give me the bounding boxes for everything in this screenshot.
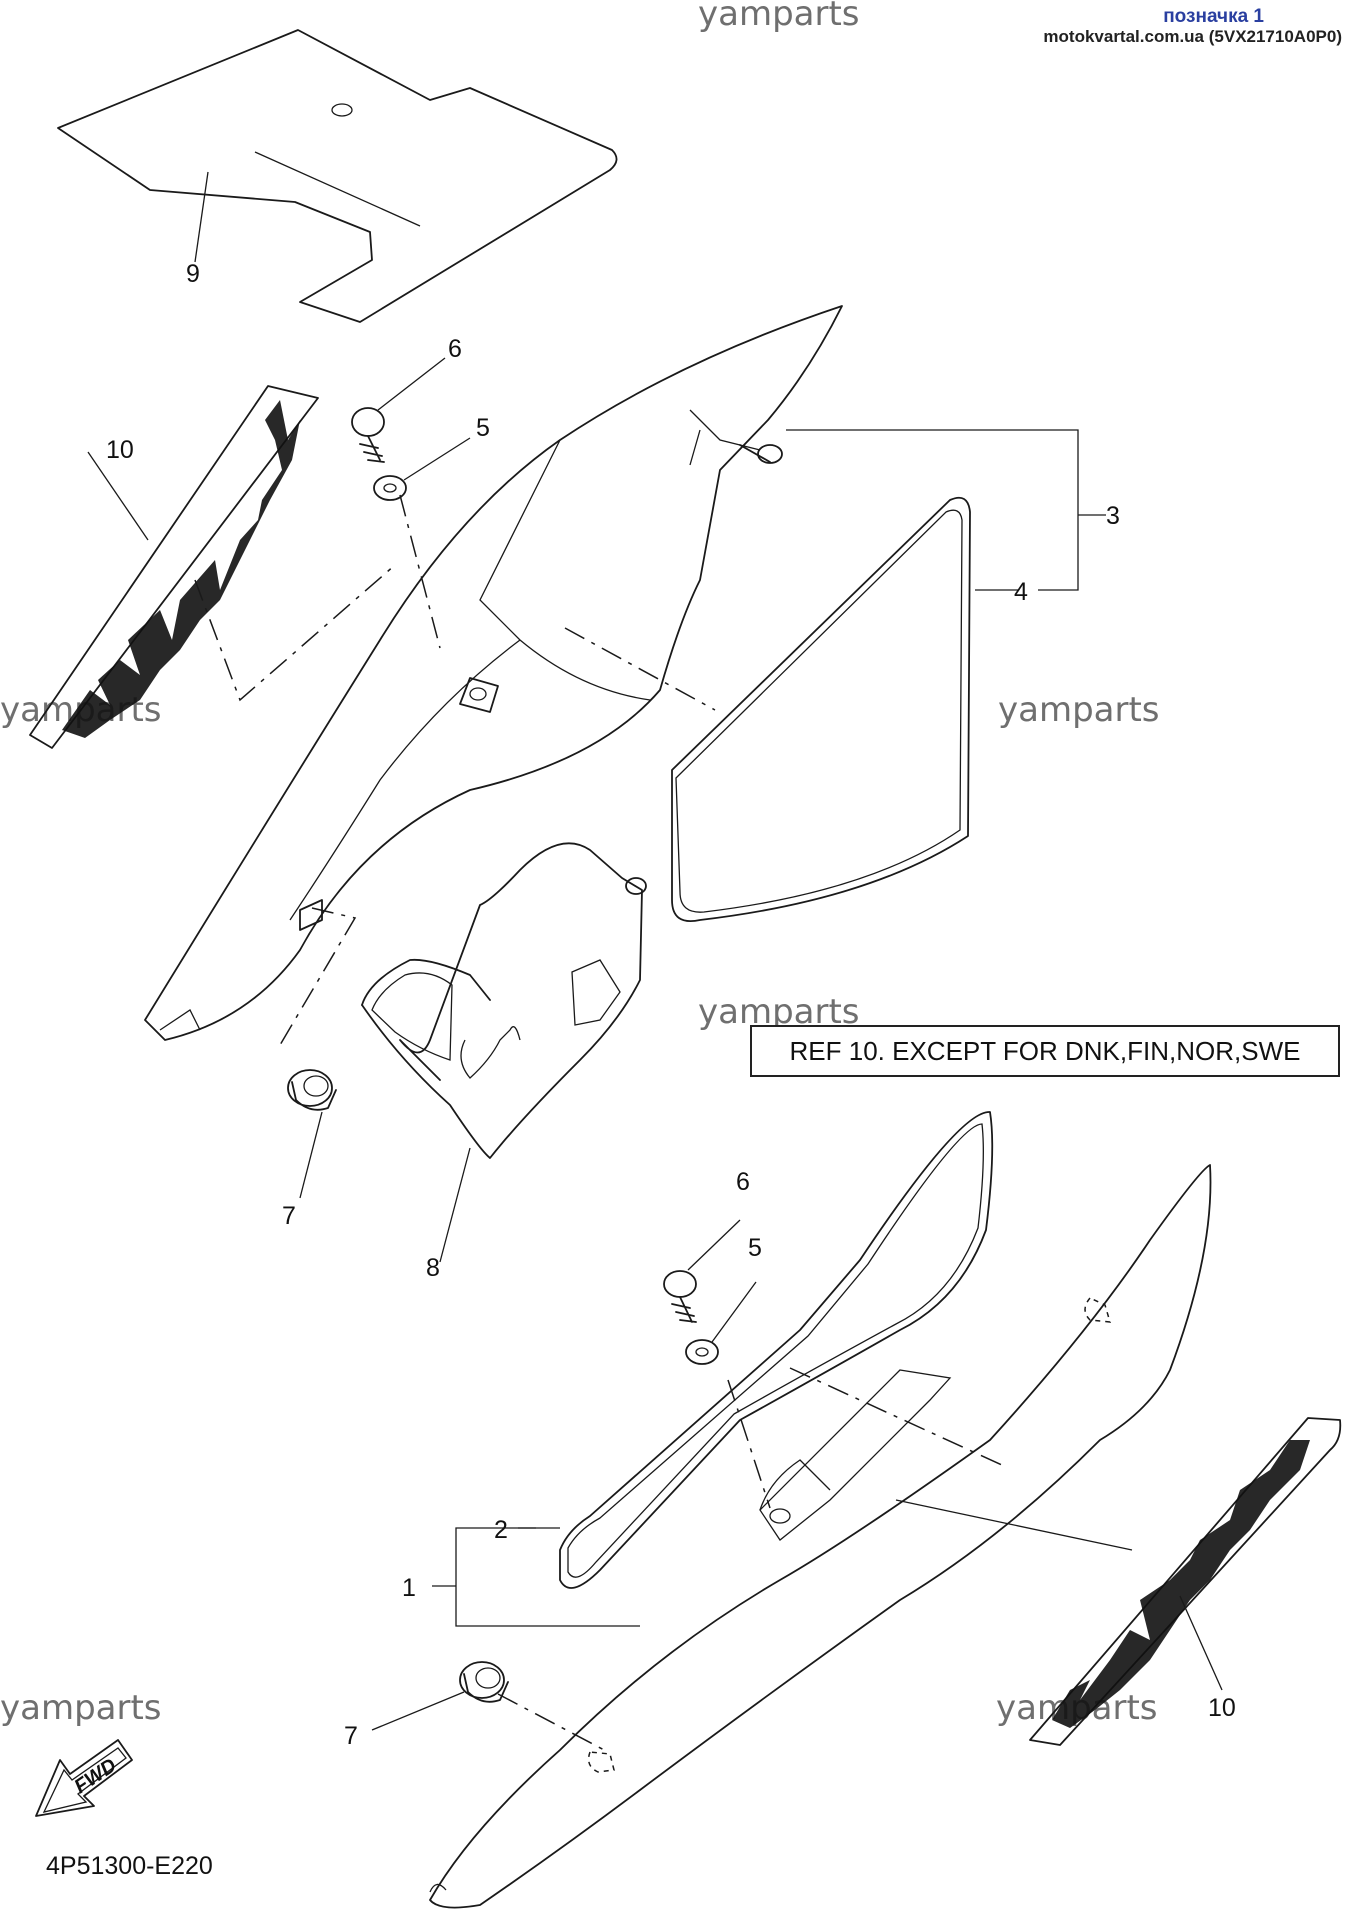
callout-bracket-1 <box>455 1527 640 1627</box>
callout-10-upper: 10 <box>106 436 134 464</box>
part-8-guard <box>361 842 647 1263</box>
part-6-bolt-lower <box>663 1219 741 1323</box>
part-1-side-cover-lower <box>429 1164 1212 1909</box>
leader-line-lower-decal <box>895 1499 1133 1551</box>
assembly-line-bolt-lower <box>727 1379 771 1509</box>
assembly-line-panel-upper <box>564 627 716 711</box>
callout-5-upper: 5 <box>476 414 490 442</box>
part-4-panel-upper <box>671 496 971 922</box>
callout-4: 4 <box>1014 578 1028 606</box>
part-5-washer-lower <box>685 1281 757 1365</box>
part-7-grommet-upper <box>287 1069 337 1199</box>
part-3-side-cover-upper <box>144 305 843 1041</box>
callout-2: 2 <box>494 1516 508 1544</box>
callout-8: 8 <box>426 1254 440 1282</box>
header-source: motokvartal.com.ua (5VX21710A0P0) <box>1043 27 1342 46</box>
callout-bracket-3 <box>786 429 1079 591</box>
assembly-line-grommet-upper <box>279 907 357 1046</box>
callout-7-upper: 7 <box>282 1202 296 1230</box>
part-6-bolt-upper <box>351 357 446 463</box>
fwd-arrow-icon: FWD <box>35 1739 133 1817</box>
watermark-top: yamparts <box>698 0 860 34</box>
assembly-line-upper-left <box>194 564 396 702</box>
assembly-line-panel-lower <box>789 1367 1005 1467</box>
callout-7-lower: 7 <box>344 1722 358 1750</box>
callout-1: 1 <box>402 1574 416 1602</box>
callout-10-lower: 10 <box>1208 1694 1236 1722</box>
part-7-grommet-lower <box>371 1661 509 1731</box>
watermark-right-mid: yamparts <box>998 690 1160 730</box>
callout-9: 9 <box>186 260 200 288</box>
callout-6-lower: 6 <box>736 1168 750 1196</box>
header-title: позначка 1 <box>1163 6 1264 27</box>
assembly-line-grommet-lower <box>497 1693 609 1753</box>
callout-3: 3 <box>1106 502 1120 530</box>
callout-6-upper: 6 <box>448 335 462 363</box>
part-2-panel-lower <box>559 1111 994 1589</box>
part-10-decal-upper <box>29 385 319 749</box>
assembly-line-bolt-upper <box>399 494 441 649</box>
part-9-plate <box>57 29 618 323</box>
callout-5-lower: 5 <box>748 1234 762 1262</box>
drawing-code: 4P51300-E220 <box>46 1852 213 1880</box>
watermark-left-bottom: yamparts <box>0 1688 162 1728</box>
part-10-decal-lower <box>1029 1417 1342 1746</box>
fwd-label: FWD <box>70 1754 120 1798</box>
part-5-washer-upper <box>373 437 471 501</box>
reference-note: REF 10. EXCEPT FOR DNK,FIN,NOR,SWE <box>750 1025 1340 1077</box>
